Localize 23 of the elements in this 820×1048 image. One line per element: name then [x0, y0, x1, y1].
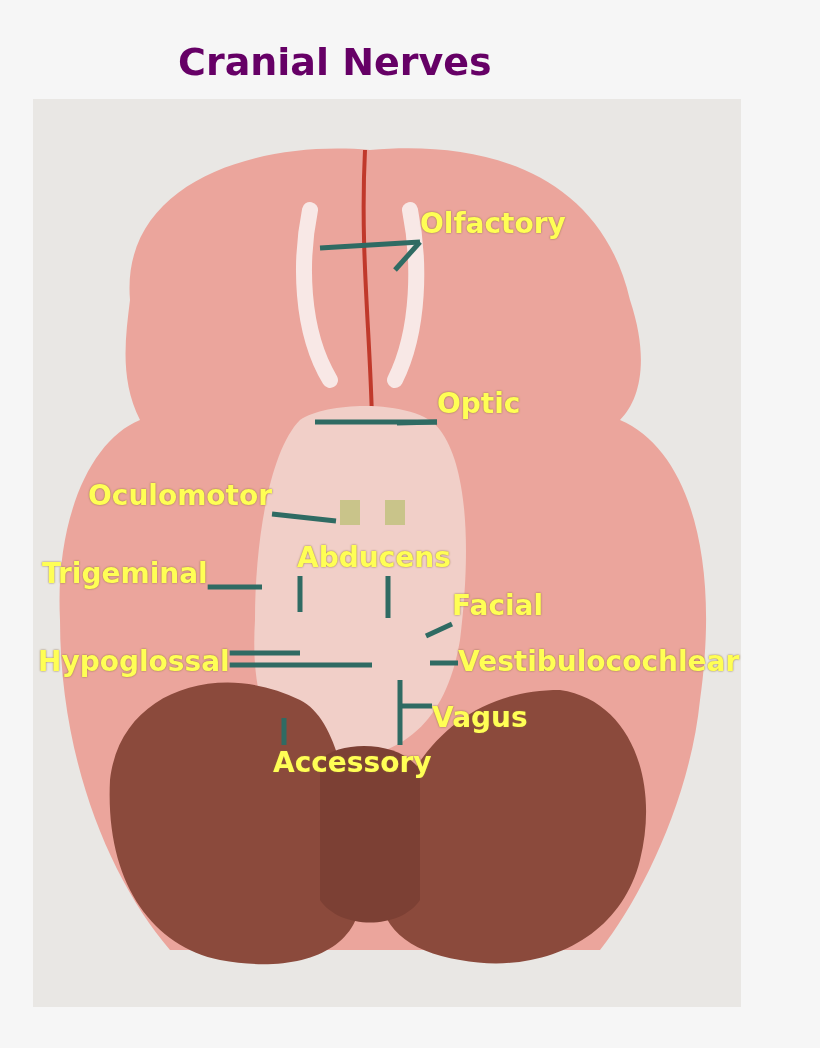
- nerve-label: Facial: [452, 588, 544, 624]
- nerve-label: Optic: [437, 386, 521, 422]
- leader-line: [271, 511, 337, 524]
- leader-line: [297, 576, 303, 612]
- nerve-label: Olfactory: [420, 206, 566, 242]
- nerve-label: Vagus: [432, 700, 528, 736]
- leader-line: [229, 650, 300, 656]
- leader-line: [207, 584, 262, 590]
- nerve-label: Abducens: [297, 540, 451, 576]
- leader-line: [229, 662, 372, 668]
- leader-line: [281, 718, 287, 745]
- diagram-title: Cranial Nerves: [178, 40, 492, 84]
- leader-line: [385, 576, 391, 618]
- leader-line: [393, 240, 422, 272]
- leader-line: [396, 419, 438, 426]
- leader-line: [397, 680, 403, 745]
- leader-line: [315, 419, 437, 425]
- leader-line: [430, 660, 458, 666]
- nerve-label: Oculomotor: [88, 478, 272, 514]
- leader-line: [402, 703, 432, 709]
- leader-line: [319, 239, 421, 251]
- leader-line: [424, 621, 454, 639]
- nerve-label: Accessory: [273, 745, 432, 781]
